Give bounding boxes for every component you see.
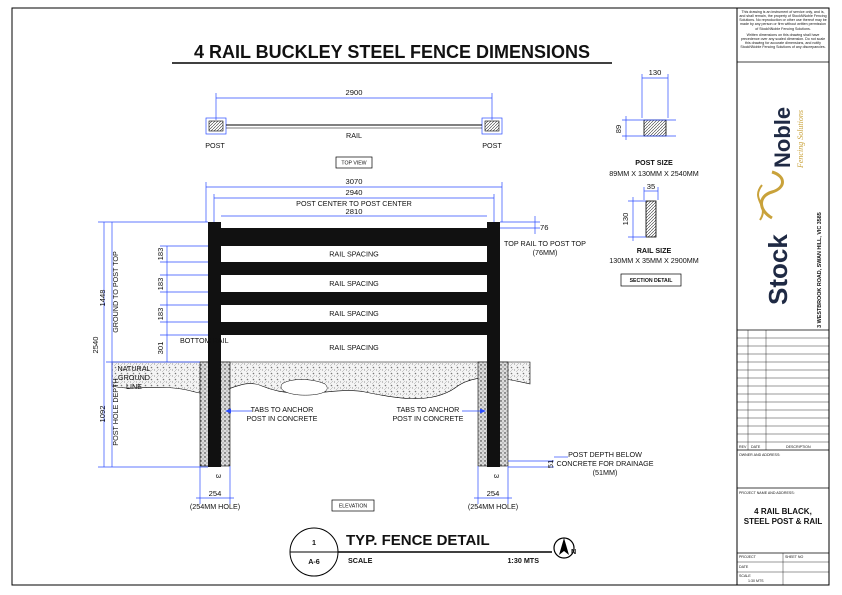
label-below-ground: POST HOLE DEPTH	[111, 378, 120, 445]
hole-note-left: (254MM HOLE)	[190, 502, 240, 511]
top-post-left-label: POST	[205, 141, 225, 150]
date-row-label: DATE	[739, 565, 749, 569]
top-rail-note-1: TOP RAIL TO POST TOP	[504, 239, 586, 248]
dim-spacing-4: 301	[156, 342, 165, 355]
disclaimer-ownership: This drawing is an instrument of service…	[739, 10, 827, 31]
dim-spacing-2: 183	[156, 278, 165, 291]
rail-3	[221, 292, 487, 305]
description-column: DESCRIPTION	[786, 445, 811, 449]
dim-rail-length: 2810	[346, 207, 363, 216]
revision-table: REV DATE DESCRIPTION	[737, 330, 829, 451]
post-mark-right: 3	[492, 474, 501, 478]
date-column: DATE	[751, 445, 761, 449]
post-right	[487, 222, 500, 467]
detail-sheet: A-6	[308, 557, 320, 566]
rail-spacing-3: RAIL SPACING	[329, 309, 379, 318]
rev-column: REV	[739, 445, 747, 449]
title-block: This drawing is an instrument of service…	[737, 10, 829, 585]
detail-block: 1 A-6 TYP. FENCE DETAIL SCALE 1:30 MTS N	[289, 527, 576, 577]
drain-note-2: CONCRETE FOR DRAINAGE	[556, 459, 653, 468]
project-row-label: PROJECT	[739, 555, 757, 559]
tabs-note-right-2: POST IN CONCRETE	[393, 414, 464, 423]
brand-logo: Stock Noble Fencing Solutions 3 WESTBROO…	[757, 107, 823, 328]
top-post-left	[205, 117, 227, 135]
detail-number: 1	[312, 538, 316, 547]
top-span-dim: 2900	[346, 88, 363, 97]
dim-above-ground: 1448	[98, 290, 107, 307]
rail-section	[645, 200, 657, 238]
label-above-ground: GROUND TO POST TOP	[111, 251, 120, 333]
dim-below-ground: 1092	[98, 406, 107, 423]
rail-4	[221, 322, 487, 335]
rail-1	[221, 228, 487, 246]
post-section	[643, 119, 667, 137]
scale-row-label: SCALE	[739, 574, 751, 578]
brand-monogram-icon	[760, 170, 784, 220]
project-name-2: STEEL POST & RAIL	[744, 517, 823, 526]
brand-sub: Fencing Solutions	[796, 110, 805, 169]
scale-row-value: 1:30 MTS	[748, 579, 764, 583]
rail-spacing-1: RAIL SPACING	[329, 250, 379, 259]
page-title: 4 RAIL BUCKLEY STEEL FENCE DIMENSIONS	[194, 42, 590, 62]
project-name-1: 4 RAIL BLACK,	[754, 507, 812, 516]
project-label: PROJECT NAME AND ADDRESS:	[739, 491, 795, 495]
elevation: RAIL SPACING RAIL SPACING RAIL SPACING R…	[91, 177, 654, 512]
section-caption: SECTION DETAIL	[630, 278, 674, 284]
dim-between: 2940	[346, 188, 363, 197]
bottom-rail-label: BOTTOM RAIL	[180, 336, 229, 345]
detail-scale-value: 1:30 MTS	[507, 556, 539, 565]
rail-height-dim: 130	[621, 213, 630, 226]
rail-size-spec: 130MM X 35MM X 2900MM	[609, 256, 698, 265]
detail-title: TYP. FENCE DETAIL	[346, 532, 490, 549]
rail-spacing-2: RAIL SPACING	[329, 279, 379, 288]
rail-spacing-4: RAIL SPACING	[329, 343, 379, 352]
post-left	[208, 222, 221, 467]
tabs-note-left-1: TABS TO ANCHOR	[251, 405, 314, 414]
top-view: 2900 RAIL POST POST TOP VIEW	[205, 88, 503, 169]
rail-width-dim: 35	[647, 182, 655, 191]
post-size-title: POST SIZE	[635, 158, 673, 167]
owner-label: OWNER AND ADDRESS:	[739, 453, 780, 457]
center-note: POST CENTER TO POST CENTER	[296, 199, 412, 208]
dim-drain: 51	[546, 460, 555, 468]
dim-total-height: 2540	[91, 337, 100, 354]
section-detail: 130 89 POST SIZE 89MM X 130MM X 2540MM 3…	[609, 68, 699, 287]
dim-spacing-1: 183	[156, 248, 165, 261]
brand-noble: Noble	[770, 107, 795, 168]
disclaimer-dimensions: Written dimensions on this drawing shall…	[740, 32, 826, 49]
sheet-row-label: SHEET NO	[785, 555, 804, 559]
brand-address: 3 WESTBROOK ROAD, SWAN HILL, VIC 3585	[817, 212, 823, 328]
top-rail-label: RAIL	[346, 131, 362, 140]
tabs-note-right-1: TABS TO ANCHOR	[397, 405, 460, 414]
detail-scale-label: SCALE	[348, 556, 373, 565]
sheet-border	[11, 7, 830, 586]
rail-size-title: RAIL SIZE	[637, 246, 672, 255]
rail-2	[221, 262, 487, 275]
top-view-caption: TOP VIEW	[341, 161, 366, 167]
hole-note-right: (254MM HOLE)	[468, 502, 518, 511]
dim-top-rail: 76	[540, 223, 548, 232]
top-post-right-label: POST	[482, 141, 502, 150]
post-size-spec: 89MM X 130MM X 2540MM	[609, 169, 698, 178]
post-mark-left: 3	[214, 474, 223, 478]
top-rail-note-2: (76MM)	[533, 248, 558, 257]
drain-note-3: (51MM)	[593, 468, 618, 477]
ground-line-2: GROUND	[118, 373, 150, 382]
post-height-dim: 89	[614, 125, 623, 133]
brand-stock: Stock	[763, 234, 793, 305]
ground-line-3: LINE	[126, 382, 142, 391]
post-width-dim: 130	[649, 68, 662, 77]
dim-hole-left: 254	[209, 489, 222, 498]
ground-line-1: NATURAL	[117, 364, 150, 373]
dim-hole-right: 254	[487, 489, 500, 498]
tabs-note-left-2: POST IN CONCRETE	[247, 414, 318, 423]
elevation-caption: ELEVATION	[339, 504, 368, 510]
top-post-right	[481, 117, 503, 135]
north-label: N	[571, 547, 576, 556]
dim-spacing-3: 183	[156, 308, 165, 321]
drain-note-1: POST DEPTH BELOW	[568, 450, 642, 459]
dim-overall: 3070	[346, 177, 363, 186]
